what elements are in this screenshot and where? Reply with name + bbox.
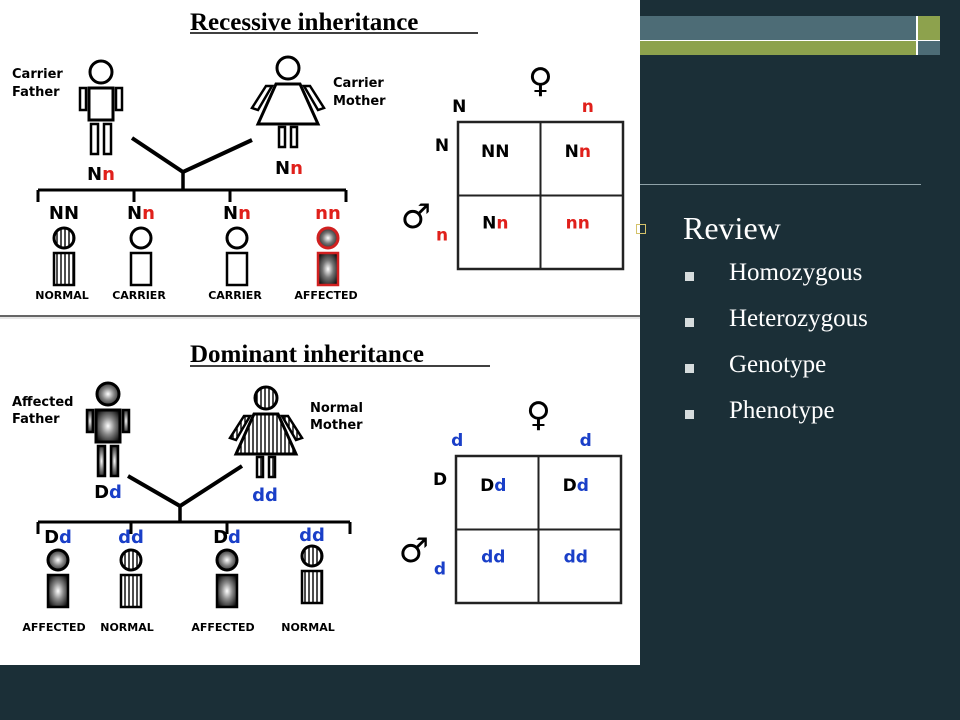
dominant-offspring-genotype: dd <box>299 525 325 546</box>
title-rule <box>640 184 921 185</box>
dominant-offspring-label: NORMAL <box>100 621 154 634</box>
dominant-normal-mother-figure <box>228 385 304 479</box>
recessive-punnett-cell: Nn <box>565 142 591 162</box>
dominant-punnett-cell: Dd <box>563 476 589 496</box>
recessive-side-allele: N <box>435 136 449 156</box>
recessive-offspring-label: NORMAL <box>35 289 89 302</box>
dominant-top-allele: d <box>451 431 463 451</box>
dominant-mother-genotype: dd <box>252 485 278 506</box>
recessive-offspring-label: AFFECTED <box>294 289 357 302</box>
header-bar-green-small <box>918 16 940 40</box>
recessive-offspring-genotype: Nn <box>223 203 251 224</box>
sub-bullet-square-icon <box>685 272 694 281</box>
dominant-punnett-cell: dd <box>564 547 588 567</box>
dominant-male-symbol-icon: ♂ <box>399 531 429 571</box>
dominant-female-symbol-icon: ♀ <box>526 395 551 435</box>
sub-bullet-square-icon <box>685 364 694 373</box>
recessive-side-allele: n <box>436 225 448 245</box>
dominant-mating-line <box>127 464 244 509</box>
dominant-offspring-figure <box>119 548 143 609</box>
recessive-punnett-cell: nn <box>566 213 590 233</box>
recessive-mating-line <box>130 136 253 175</box>
dominant-offspring-genotype: dd <box>118 527 144 548</box>
dominant-top-allele: d <box>580 431 592 451</box>
recessive-offspring-label: CARRIER <box>112 289 166 302</box>
sub-bullet-text: Homozygous <box>729 259 863 286</box>
dominant-affected-father-figure <box>85 381 131 478</box>
review-list: Review Homozygous Heterozygous Genotype … <box>636 206 956 436</box>
recessive-carrier-father-figure <box>78 59 124 156</box>
recessive-female-symbol-icon: ♀ <box>528 61 553 101</box>
sub-bullet-phenotype: Phenotype <box>636 390 956 436</box>
dominant-offspring-label: NORMAL <box>281 621 335 634</box>
sub-bullet-heterozygous: Heterozygous <box>636 298 956 344</box>
sub-bullet-text: Heterozygous <box>729 305 868 332</box>
recessive-top-allele: n <box>582 97 594 117</box>
header-bar-gap <box>640 40 940 41</box>
recessive-punnett-cell: Nn <box>482 213 508 233</box>
recessive-offspring-figure <box>316 226 340 287</box>
header-bar-teal-small <box>918 41 940 55</box>
sub-bullet-text: Phenotype <box>729 397 835 424</box>
sub-bullet-text: Genotype <box>729 351 827 378</box>
bullet-review-text: Review <box>683 210 781 246</box>
recessive-offspring-figure <box>225 226 249 287</box>
recessive-male-symbol-icon: ♂ <box>401 197 431 237</box>
dominant-offspring-genotype: Dd <box>213 527 241 548</box>
sub-bullet-square-icon <box>685 410 694 419</box>
dominant-offspring-label: AFFECTED <box>22 621 85 634</box>
dominant-mother-label: Normal <box>310 401 363 416</box>
header-bar-separator <box>916 16 918 55</box>
dominant-offspring-label: AFFECTED <box>191 621 254 634</box>
dominant-offspring-genotype: Dd <box>44 527 72 548</box>
bullet-square-icon <box>636 224 646 234</box>
sub-bullet-homozygous: Homozygous <box>636 252 956 298</box>
header-bar-green <box>640 41 916 55</box>
recessive-mother-label: Mother <box>333 94 386 109</box>
dominant-father-label: Father <box>12 412 60 427</box>
recessive-carrier-mother-figure <box>250 55 326 149</box>
dominant-side-allele: d <box>434 559 446 579</box>
recessive-father-label: Carrier <box>12 67 63 82</box>
recessive-father-genotype: Nn <box>87 164 115 185</box>
recessive-mother-genotype: Nn <box>275 158 303 179</box>
recessive-offspring-genotype: NN <box>49 203 79 224</box>
recessive-offspring-figure <box>52 226 76 287</box>
recessive-offspring-figure <box>129 226 153 287</box>
dominant-father-genotype: Dd <box>94 482 122 503</box>
dominant-punnett-square <box>454 454 623 605</box>
recessive-offspring-genotype: Nn <box>127 203 155 224</box>
dominant-offspring-figure <box>215 548 239 609</box>
dominant-mother-label: Mother <box>310 418 363 433</box>
dominant-punnett-cell: dd <box>481 547 505 567</box>
dominant-punnett-cell: Dd <box>480 476 506 496</box>
dominant-offspring-figure <box>46 548 70 609</box>
recessive-mother-label: Carrier <box>333 76 384 91</box>
dominant-father-label: Affected <box>12 395 73 410</box>
dominant-title: Dominant inheritance <box>190 341 424 368</box>
recessive-father-label: Father <box>12 85 60 100</box>
sub-bullet-square-icon <box>685 318 694 327</box>
recessive-top-allele: N <box>452 97 466 117</box>
recessive-punnett-square <box>456 120 625 271</box>
recessive-punnett-cell: NN <box>481 142 509 162</box>
header-bar-teal <box>640 16 916 40</box>
inheritance-figure: Recessive inheritance Dominant inheritan… <box>0 0 640 665</box>
recessive-title: Recessive inheritance <box>190 9 418 36</box>
dominant-offspring-figure <box>300 544 324 605</box>
dominant-side-allele: D <box>433 470 447 490</box>
bullet-review: Review <box>636 206 956 252</box>
inheritance-diagram: Recessive inheritance Dominant inheritan… <box>0 9 640 634</box>
sub-bullet-genotype: Genotype <box>636 344 956 390</box>
recessive-offspring-genotype: nn <box>315 203 341 224</box>
recessive-offspring-label: CARRIER <box>208 289 262 302</box>
